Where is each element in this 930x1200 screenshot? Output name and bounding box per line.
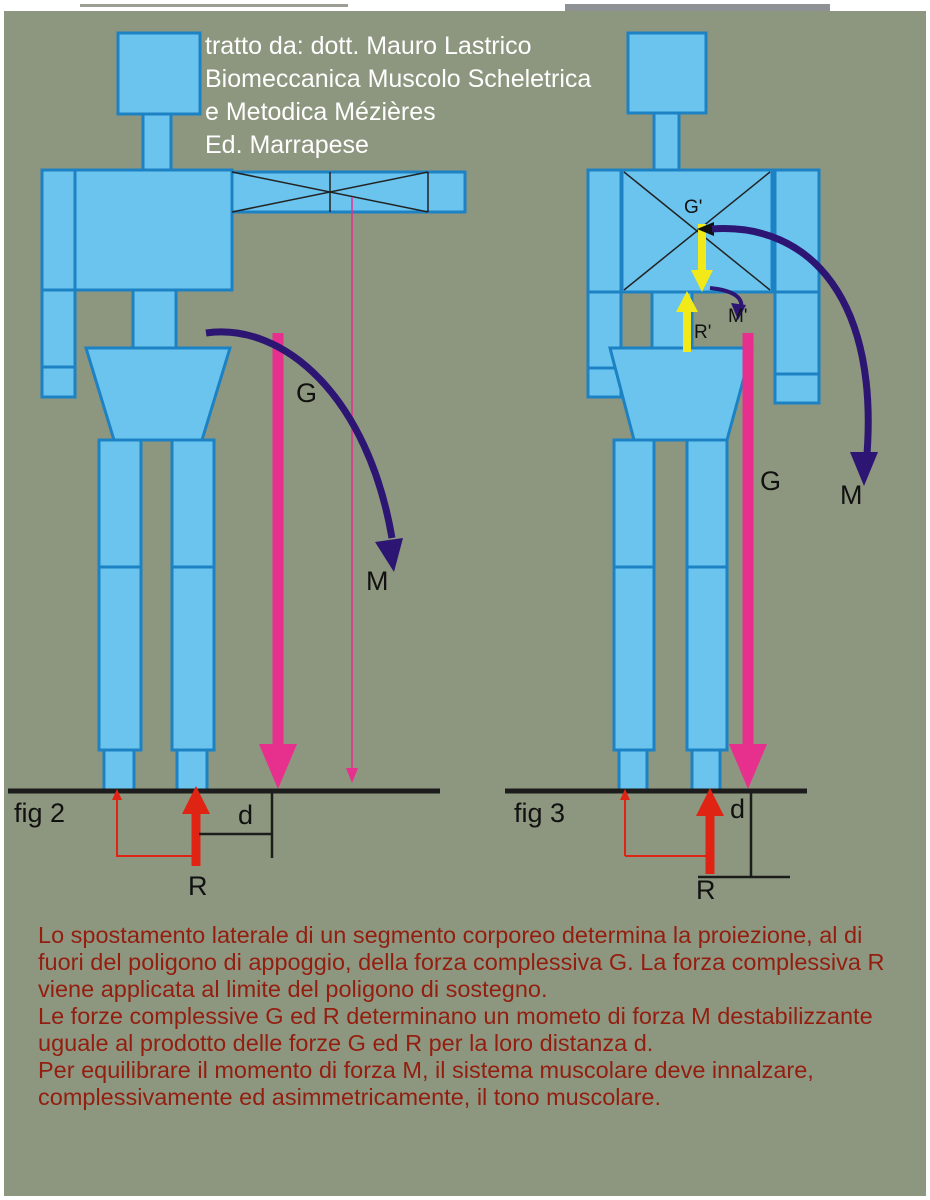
neck [141, 112, 173, 172]
label-d: d [730, 794, 745, 824]
label-r-prime: R' [694, 322, 711, 343]
thin-red-arrowhead [620, 789, 630, 800]
forearm [773, 290, 821, 376]
shin [97, 565, 143, 752]
gravity-arrow-g [259, 333, 297, 789]
m-curve [711, 225, 872, 467]
attribution-text: tratto da: dott. Mauro Lastrico Biomecca… [205, 30, 591, 162]
moment-arrow-m [697, 222, 878, 486]
foot [175, 748, 209, 792]
scan-artifact [565, 0, 830, 11]
g-arrowhead [729, 744, 767, 789]
neck [652, 111, 681, 172]
scan-artifact [80, 0, 348, 7]
distance-d-dimension [199, 792, 274, 858]
hand [40, 365, 77, 399]
shin [685, 565, 729, 752]
partial-moment-arrow-m-prime [709, 286, 746, 320]
gravity-arrow-g [729, 333, 767, 789]
r-arrowhead [696, 788, 724, 816]
reaction-arrow-r [182, 786, 210, 866]
shin [170, 565, 216, 752]
label-d: d [238, 800, 253, 830]
upper-arm [586, 168, 623, 294]
paragraph: Le forze complessive G ed R determinano … [38, 1003, 873, 1056]
foot [617, 748, 649, 792]
label-g: G [296, 378, 317, 408]
reaction-reference-arrow [112, 789, 193, 857]
head [116, 31, 202, 116]
forearm [40, 288, 77, 369]
m-curve [205, 328, 396, 539]
paragraph: Lo spostamento laterale di un segmento c… [38, 922, 885, 1002]
paragraph: Per equilibrare il momento di forza M, i… [38, 1057, 814, 1110]
figure-3: G' R' M' M [505, 31, 878, 905]
pelvis [608, 346, 754, 442]
plumb-arrowhead [346, 768, 358, 783]
upper-arm [40, 168, 77, 292]
shin [612, 565, 656, 752]
r-arrowhead [182, 786, 210, 814]
reaction-arrow-r [696, 788, 724, 874]
arm-plumb-line [346, 197, 358, 783]
head [626, 31, 708, 115]
distance-d-dimension [698, 792, 790, 879]
label-r: R [696, 875, 716, 905]
pelvis [83, 346, 233, 442]
explanatory-text: Lo spostamento laterale di un segmento c… [38, 922, 912, 1111]
torso-cross-line [623, 171, 771, 291]
label-m: M [840, 480, 863, 510]
upper-arm [773, 168, 821, 294]
attribution-line: e Metodica Mézières [205, 98, 436, 126]
partial-gravity-arrow-g-prime [691, 224, 713, 292]
thigh [97, 438, 143, 569]
scan-artifact-strip [0, 0, 930, 11]
reaction-reference-arrow [620, 789, 706, 857]
label-g: G [760, 466, 781, 496]
attribution-line: Biomeccanica Muscolo Scheletrica [205, 65, 592, 93]
m-curve-start-arrowhead [697, 222, 714, 236]
thigh [612, 438, 656, 569]
label-m: M [366, 566, 389, 596]
torso [73, 168, 234, 292]
g-arrowhead [259, 744, 297, 789]
m-prime-arrowhead [731, 303, 746, 320]
thigh [685, 438, 729, 569]
thigh [170, 438, 216, 569]
waist [131, 288, 178, 350]
r-prime-arrowhead [676, 291, 698, 312]
hand [773, 372, 821, 405]
g-prime-arrowhead [691, 270, 713, 292]
label-g-prime: G' [684, 197, 702, 218]
figure-3-caption: fig 3 [514, 798, 565, 828]
m-arrowhead [850, 452, 878, 486]
figure-2-body [40, 31, 467, 792]
moment-arrow-m [205, 328, 403, 572]
label-m-prime: M' [728, 306, 747, 327]
label-r: R [188, 871, 208, 901]
foot [690, 748, 722, 792]
thin-red-arrowhead [112, 789, 122, 800]
raised-arm [230, 170, 467, 214]
foot [102, 748, 136, 792]
figure-3-body [586, 31, 821, 792]
attribution-line: tratto da: dott. Mauro Lastrico [205, 32, 532, 60]
m-arrowhead [375, 538, 403, 572]
figure-2-caption: fig 2 [14, 798, 65, 828]
figure-2: G M R d fig 2 [8, 31, 467, 901]
attribution-line: Ed. Marrapese [205, 131, 369, 159]
partial-reaction-arrow-r-prime [676, 291, 698, 352]
